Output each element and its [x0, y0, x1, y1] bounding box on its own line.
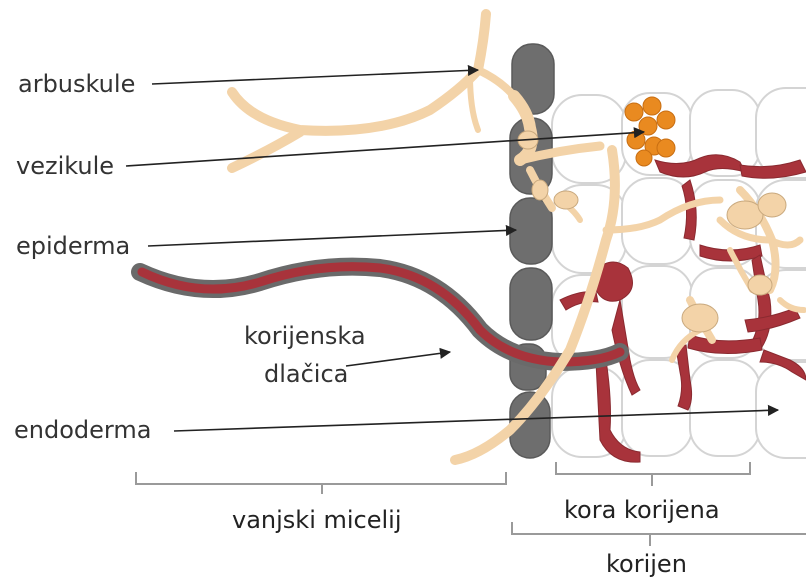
bottom-labels: vanjski micelij kora korijena korijen — [232, 496, 720, 578]
korijenska-pointer — [346, 352, 450, 366]
epiderma-pointer — [148, 230, 516, 246]
label-arbuskule: arbuskule — [18, 70, 135, 98]
arbuskule-pointer — [152, 70, 478, 84]
label-kora-korijena: kora korijena — [564, 496, 720, 524]
bracket-vanjski-micelij — [136, 472, 506, 484]
label-vezikule: vezikule — [16, 152, 114, 180]
cortex-cell — [690, 360, 760, 456]
label-endoderma: endoderma — [14, 416, 151, 444]
label-korijen: korijen — [606, 550, 687, 578]
label-vanjski-micelij: vanjski micelij — [232, 506, 402, 534]
epidermis-cell — [510, 198, 552, 264]
label-epiderma: epiderma — [16, 232, 130, 260]
bracket-kora-korijena — [556, 462, 750, 474]
epidermis-cell — [510, 268, 552, 340]
label-korijenska: korijenska — [244, 322, 366, 350]
label-dlacica: dlačica — [264, 360, 348, 388]
